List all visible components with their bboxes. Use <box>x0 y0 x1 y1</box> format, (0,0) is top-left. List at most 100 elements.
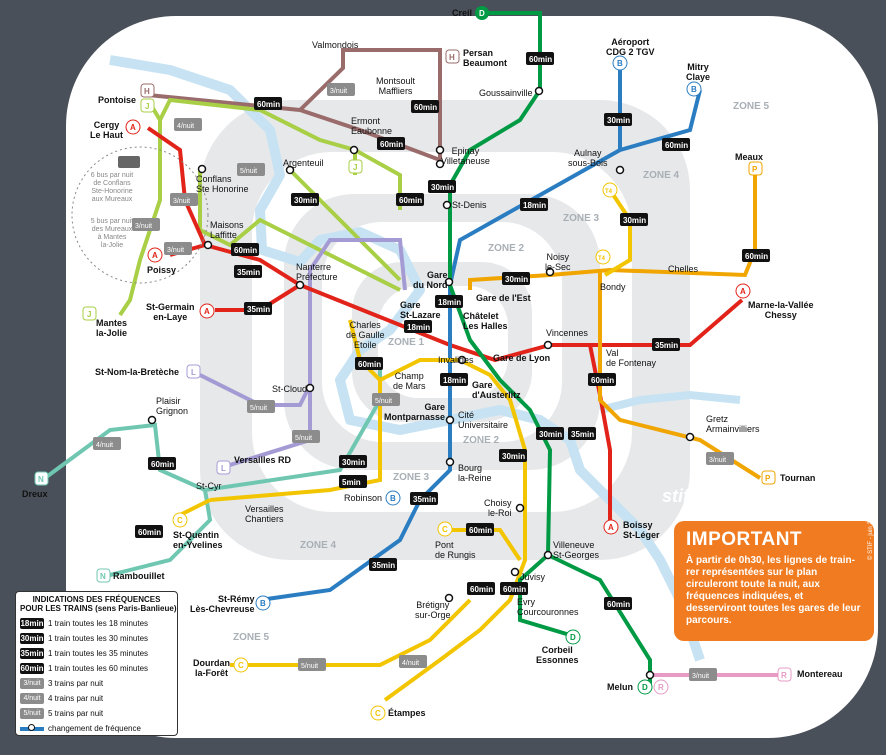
svg-text:A: A <box>204 307 210 316</box>
svg-text:3/nuit: 3/nuit <box>709 457 726 464</box>
station-evry[interactable]: Evry Courcouronnes <box>517 597 579 617</box>
svg-text:5/nuit: 5/nuit <box>295 435 312 442</box>
svg-text:C: C <box>442 525 448 534</box>
station-argenteuil[interactable]: Argenteuil <box>283 158 324 168</box>
station-mantes[interactable]: Mantes la-Jolie <box>96 318 128 338</box>
station-maisons[interactable]: Maisons Laffitte <box>210 220 244 240</box>
station-chelles[interactable]: Chelles <box>668 264 699 274</box>
bus-note-line: la-Jolie <box>100 242 124 249</box>
station-versaillesrd[interactable]: Versailles RD <box>234 455 292 465</box>
station-choisy[interactable]: Choisy le-Roi <box>484 498 512 518</box>
station-boissy[interactable]: Boissy St-Léger <box>623 520 660 540</box>
station-gretz[interactable]: Gretz Armainvilliers <box>706 414 760 434</box>
station-garedelest[interactable]: Gare de l'Est <box>476 293 531 303</box>
station-austerlitz[interactable]: Gare d'Austerlitz <box>472 380 521 400</box>
station-creil[interactable]: Creil <box>452 8 473 18</box>
station-valmondois[interactable]: Valmondois <box>312 40 359 50</box>
station-pontderungis[interactable]: Pont de Rungis <box>435 540 476 560</box>
svg-text:J: J <box>87 310 91 319</box>
station-cdg[interactable]: Charles de Gaulle Etoile <box>346 320 385 350</box>
river-seine <box>109 55 705 662</box>
svg-text:60min: 60min <box>380 140 403 149</box>
station-cergy[interactable]: Cergy Le Haut <box>90 120 124 140</box>
station-tournan[interactable]: Tournan <box>780 473 816 483</box>
station-plaisir[interactable]: Plaisir Grignon <box>156 396 189 416</box>
station-melun[interactable]: Melun <box>607 682 633 692</box>
station-stgermain[interactable]: St-Germain en-Laye <box>146 302 195 322</box>
station-meaux[interactable]: Meaux <box>735 152 764 162</box>
station-rambouillet[interactable]: Rambouillet <box>113 571 165 581</box>
station-pontoise[interactable]: Pontoise <box>98 95 137 105</box>
station-valdefontenay[interactable]: Val de Fontenay <box>606 348 657 368</box>
station-montsoult[interactable]: Montsoult Maffliers <box>376 76 416 96</box>
river-marne <box>599 390 741 414</box>
svg-text:60min: 60min <box>234 246 257 255</box>
svg-text:35min: 35min <box>413 495 436 504</box>
svg-text:5min: 5min <box>342 478 361 487</box>
station-bourg[interactable]: Bourg la-Reine <box>458 463 492 483</box>
station-villeneuve[interactable]: Villeneuve St-Georges <box>553 540 600 560</box>
station-invalides[interactable]: Invalides <box>438 355 474 365</box>
important-title: IMPORTANT <box>686 529 803 550</box>
station-nanterre[interactable]: Nanterre Préfecture <box>296 262 338 282</box>
zone-label: ZONE 4 <box>643 170 680 181</box>
svg-text:18min: 18min <box>407 323 430 332</box>
station-montparnasse[interactable]: Gare Montparnasse <box>384 402 446 422</box>
station-epinay[interactable]: Epinay Villetaneuse <box>441 146 490 166</box>
svg-text:N: N <box>100 572 106 581</box>
station-bondy[interactable]: Bondy <box>600 282 626 292</box>
legend-badge: 3/nuit <box>20 678 44 689</box>
station-champdemars[interactable]: Champ de Mars <box>393 371 426 391</box>
svg-text:B: B <box>617 59 623 68</box>
station-montereau[interactable]: Montereau <box>797 669 843 679</box>
bus-icon <box>118 156 140 168</box>
station-juvisy[interactable]: Juvisy <box>520 572 546 582</box>
station-cite[interactable]: Cité Universitaire <box>458 410 509 430</box>
svg-text:T4: T4 <box>598 256 606 262</box>
station-mitry[interactable]: Mitry Claye <box>686 62 711 82</box>
svg-text:P: P <box>752 165 758 174</box>
station-aeroport[interactable]: Aéroport CDG 2 TGV <box>606 37 655 57</box>
station-stcyr[interactable]: St-Cyr <box>196 481 222 491</box>
station-stquentin[interactable]: St-Quentin en-Yvelines <box>173 530 223 550</box>
station-dourdan[interactable]: Dourdan la-Forêt <box>193 658 230 678</box>
svg-text:35min: 35min <box>237 268 260 277</box>
station-garedunord[interactable]: Gare du Nord <box>413 270 448 290</box>
station-dreux[interactable]: Dreux <box>22 489 48 499</box>
station-aulnay[interactable]: Aulnay sous-Bois <box>568 148 608 168</box>
station-noisy[interactable]: Noisy le-Sec <box>545 252 571 272</box>
stif-logo: stif <box>662 486 689 506</box>
station-etampes[interactable]: Étampes <box>388 708 426 718</box>
station-corbeil[interactable]: Corbeil Essonnes <box>536 645 579 665</box>
station-bretigny[interactable]: Brétigny sur-Orge <box>415 600 451 620</box>
station-vincennes[interactable]: Vincennes <box>546 328 588 338</box>
station-marne[interactable]: Marne-la-Vallée Chessy <box>748 300 814 320</box>
station-stremy[interactable]: St-Rémy Lès-Chevreuse <box>190 594 255 614</box>
station-goussainville[interactable]: Goussainville <box>479 88 533 98</box>
zone-label: ZONE 5 <box>733 101 770 112</box>
station-chatelet[interactable]: Châtelet Les Halles <box>463 311 508 331</box>
station-garedelyon[interactable]: Gare de Lyon <box>493 353 551 363</box>
legend-badge: 18min <box>20 618 44 629</box>
legend-text: 1 train toutes les 60 minutes <box>48 664 149 673</box>
svg-text:5/nuit: 5/nuit <box>301 663 318 670</box>
station-ermont[interactable]: Ermont Eaubonne <box>351 116 393 136</box>
legend-badge: 35min <box>20 648 44 659</box>
station-robinson[interactable]: Robinson <box>344 493 383 503</box>
bus-note-line: aux Mureaux <box>91 196 133 203</box>
station-conflans[interactable]: Conflans Ste Honorine <box>196 174 249 194</box>
station-persan[interactable]: Persan Beaumont <box>463 48 508 68</box>
station-poissy[interactable]: Poissy <box>147 265 177 275</box>
svg-text:60min: 60min <box>745 252 768 261</box>
station-stcloud[interactable]: St-Cloud <box>272 384 308 394</box>
station-versailleschantiers[interactable]: Versailles Chantiers <box>245 504 284 524</box>
svg-text:3/nuit: 3/nuit <box>692 673 709 680</box>
legend-text: 1 train toutes les 30 minutes <box>48 634 149 643</box>
svg-text:60min: 60min <box>607 600 630 609</box>
legend-text: changement de fréquence <box>48 724 141 733</box>
station-stnom[interactable]: St-Nom-la-Bretèche <box>95 367 180 377</box>
station-stlazare[interactable]: Gare St-Lazare <box>400 300 441 320</box>
station-stdenis[interactable]: St-Denis <box>452 200 487 210</box>
